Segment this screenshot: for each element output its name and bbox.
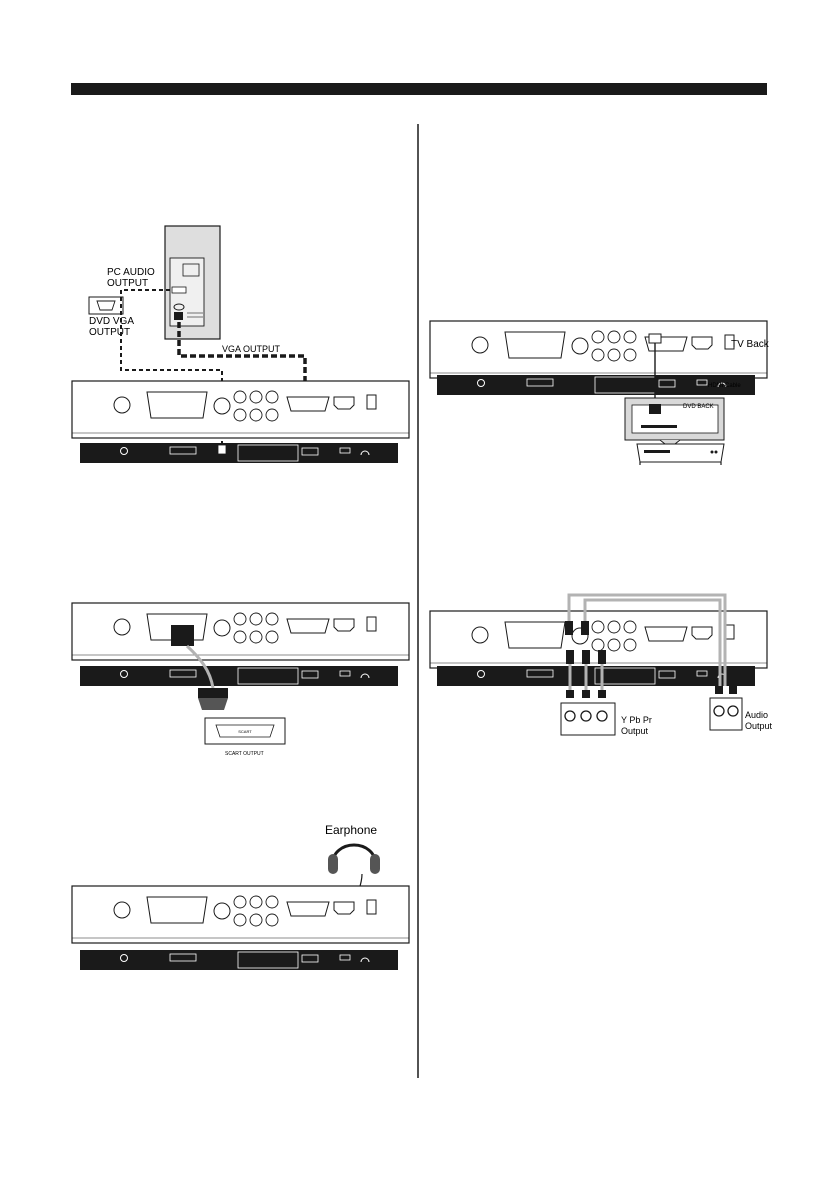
connector-strip <box>79 949 399 971</box>
pc-audio-output-label-line2: OUTPUT <box>107 278 148 289</box>
earphone-label: Earphone <box>325 823 377 837</box>
vga-output-label: VGA OUTPUT <box>222 344 281 354</box>
ypbpr-output-label: Y Pb Pr <box>621 715 652 725</box>
scart-output-label: SCART OUTPUT <box>225 751 264 757</box>
audio-cable <box>567 593 727 686</box>
scart-connection-diagram: SCART SCART OUTPUT <box>71 602 410 757</box>
scart-plug <box>198 688 228 698</box>
dvd-vga-output-label: DVD VGA <box>89 316 134 327</box>
dvd-vga-output-label-line2: OUTPUT <box>89 327 130 338</box>
vga-cable <box>177 322 307 384</box>
dvd-vga-port-icon <box>88 296 124 315</box>
scart-cable <box>185 644 215 689</box>
audio-output-label: Audio <box>745 710 768 720</box>
hdmi-connection-diagram: TV Back HDMI Cable DVD BACK <box>429 320 770 465</box>
audio-output-label-line2: Output <box>745 721 773 731</box>
tv-back-panel <box>429 320 768 379</box>
pc-vga-connection-diagram: PC AUDIO OUTPUT DVD VGA OUTPUT VGA OUTPU… <box>71 225 410 464</box>
scart-plate-label: SCART <box>238 729 252 734</box>
tv-back-panel <box>71 885 410 944</box>
component-connection-diagram: Y Pb Pr Output Audio Output <box>429 593 773 736</box>
tv-back-label: TV Back <box>731 339 770 350</box>
pc-audio-output-label: PC AUDIO <box>107 267 155 278</box>
connector-strip <box>79 442 399 464</box>
earphone-icon <box>330 843 378 867</box>
tv-back-panel <box>71 602 410 661</box>
ypbpr-output-plate <box>560 702 616 736</box>
header-bar <box>71 83 767 95</box>
connector-strip <box>79 665 399 687</box>
dvd-back-label: DVD BACK <box>683 404 714 410</box>
tv-back-panel <box>71 380 410 439</box>
connector-strip <box>436 665 756 687</box>
audio-cable <box>583 598 722 686</box>
hdmi-cable-label: HDMI Cable <box>708 383 741 389</box>
ypbpr-output-label-line2: Output <box>621 726 649 736</box>
scart-plug <box>171 625 194 646</box>
earphone-connection-diagram: Earphone <box>71 823 410 971</box>
